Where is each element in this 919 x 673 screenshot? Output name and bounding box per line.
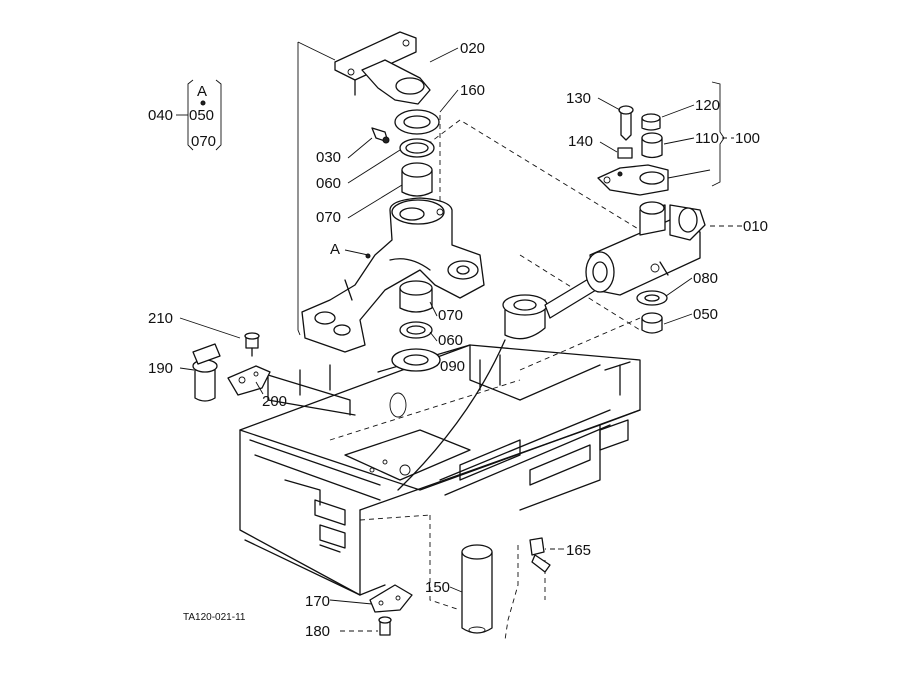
lower-ring-stack — [391, 280, 441, 372]
group-letter: A — [197, 83, 207, 100]
callout-labels: A 040 050 070 020 160 030 060 070 A 070 … — [148, 40, 768, 640]
bracket-020 — [334, 31, 431, 105]
callout-050: 050 — [693, 306, 718, 323]
callout-070a: 070 — [316, 209, 341, 226]
steering-cylinder-010 — [502, 201, 706, 340]
grease-fitting-165 — [529, 537, 551, 573]
callout-120: 120 — [695, 97, 720, 114]
callout-020: 020 — [460, 40, 485, 57]
callout-070b: 070 — [438, 307, 463, 324]
group-member-2: 070 — [191, 133, 216, 150]
callout-150: 150 — [425, 579, 450, 596]
detail-marker: A — [330, 241, 340, 258]
pin-190 — [192, 343, 221, 402]
callout-090: 090 — [440, 358, 465, 375]
callout-200: 200 — [262, 393, 287, 410]
callout-060b: 060 — [438, 332, 463, 349]
plate-170 — [369, 584, 413, 613]
cylinder-end-parts — [636, 290, 668, 334]
clamp-group-100 — [597, 105, 669, 196]
callout-190: 190 — [148, 360, 173, 377]
ring-stack — [371, 109, 440, 197]
group-member-1: 050 — [189, 107, 214, 124]
group-parent-label: 040 — [148, 107, 173, 124]
callout-165: 165 — [566, 542, 591, 559]
callout-030: 030 — [316, 149, 341, 166]
callout-010: 010 — [743, 218, 768, 235]
pin-150 — [461, 544, 493, 634]
callout-170: 170 — [305, 593, 330, 610]
callout-160: 160 — [460, 82, 485, 99]
callout-100: 100 — [735, 130, 760, 147]
callout-080: 080 — [693, 270, 718, 287]
bolt-210 — [244, 332, 260, 357]
bolt-180 — [378, 616, 392, 636]
callout-130: 130 — [566, 90, 591, 107]
plate-200 — [227, 365, 271, 396]
leader-lines — [179, 47, 742, 632]
callout-180: 180 — [305, 623, 330, 640]
callout-060a: 060 — [316, 175, 341, 192]
drawing-reference-code: TA120-021-11 — [183, 612, 246, 623]
knuckle-arm — [301, 197, 485, 353]
callout-140: 140 — [568, 133, 593, 150]
hydraulic-hose — [397, 339, 506, 491]
callout-210: 210 — [148, 310, 173, 327]
callout-110: 110 — [695, 130, 719, 147]
